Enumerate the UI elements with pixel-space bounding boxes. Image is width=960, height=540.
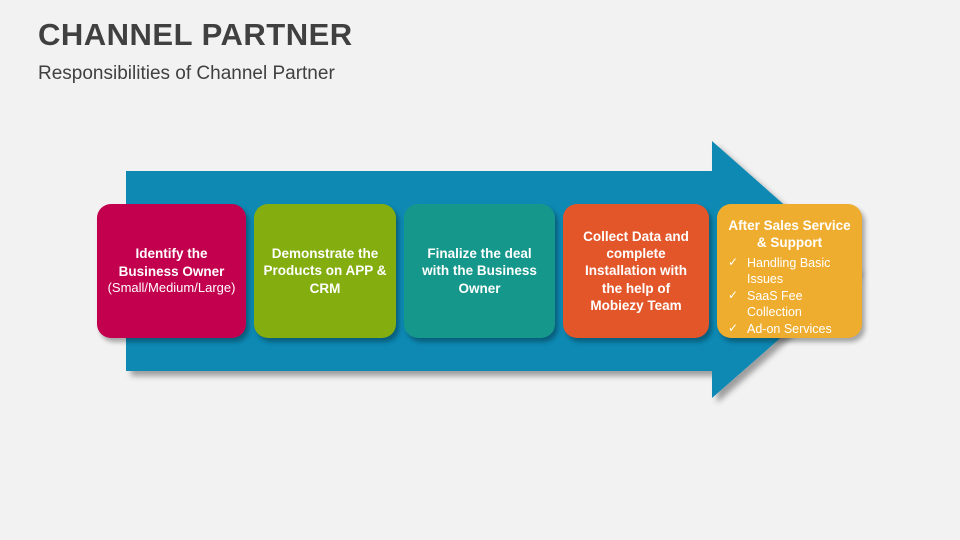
process-step-1-label: Identify the Business Owner [118, 246, 225, 279]
process-step-5[interactable]: After Sales Service & Support ✓ Handling… [717, 204, 862, 338]
check-icon: ✓ [728, 254, 739, 269]
process-step-2-label: Demonstrate the Products on APP & CRM [263, 246, 387, 296]
process-step-4[interactable]: Collect Data and complete Installation w… [563, 204, 709, 338]
list-item: ✓ Ad-on Services [728, 321, 857, 338]
list-item-label: SaaS Fee Collection [747, 288, 803, 320]
list-item: ✓ Handling Basic Issues [728, 255, 857, 288]
list-item-label: Handling Basic Issues [747, 255, 831, 287]
slide-header: CHANNEL PARTNER Responsibilities of Chan… [38, 17, 638, 85]
list-item: ✓ SaaS Fee Collection [728, 288, 857, 321]
process-step-2[interactable]: Demonstrate the Products on APP & CRM [254, 204, 396, 338]
process-step-4-label: Collect Data and complete Installation w… [583, 228, 689, 313]
process-step-1[interactable]: Identify the Business Owner (Small/Mediu… [97, 204, 246, 338]
page-title: CHANNEL PARTNER [38, 17, 353, 52]
process-step-5-bullet-list: ✓ Handling Basic Issues ✓ SaaS Fee Colle… [722, 255, 857, 338]
check-icon: ✓ [728, 287, 739, 302]
process-step-3-label: Finalize the deal with the Business Owne… [422, 246, 537, 296]
process-step-5-label: After Sales Service & Support [728, 218, 851, 251]
check-icon: ✓ [728, 320, 739, 335]
page-subtitle: Responsibilities of Channel Partner [38, 63, 335, 85]
list-item-label: Ad-on Services [747, 321, 832, 336]
process-step-3[interactable]: Finalize the deal with the Business Owne… [404, 204, 555, 338]
process-step-1-sublabel: (Small/Medium/Large) [107, 279, 236, 295]
